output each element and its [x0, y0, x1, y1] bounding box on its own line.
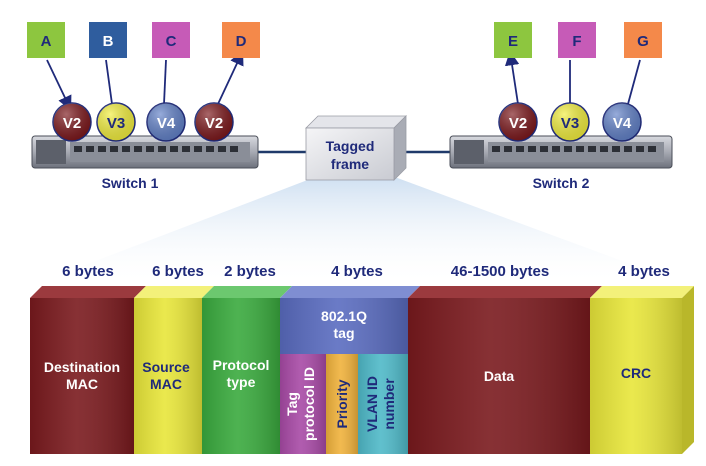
svg-text:V4: V4 — [157, 115, 176, 132]
host-label: B — [103, 33, 114, 50]
vlan-port-v2: V2 — [498, 102, 538, 142]
byte-size-proto: 2 bytes — [224, 263, 276, 280]
field-label: tag — [334, 325, 355, 341]
field-label: MAC — [66, 376, 98, 392]
host-c: C — [152, 22, 190, 58]
vlan-port-v2: V2 — [52, 102, 92, 142]
svg-text:V2: V2 — [509, 115, 527, 132]
field-label: number — [381, 378, 397, 430]
frame-top-face — [30, 286, 146, 298]
link-host-g — [627, 59, 641, 105]
byte-size-tag: 4 bytes — [331, 263, 383, 280]
link-host-e — [504, 50, 520, 105]
host-label: E — [508, 33, 518, 50]
link-host-c — [163, 59, 167, 105]
host-f: F — [558, 22, 596, 58]
svg-text:V2: V2 — [63, 115, 81, 132]
switch-1 — [31, 135, 259, 169]
vlan-port-v3: V3 — [96, 102, 136, 142]
link-host-a — [46, 59, 72, 111]
field-label: 802.1Q — [321, 308, 367, 324]
vlan-port-v3: V3 — [550, 102, 590, 142]
host-d: D — [222, 22, 260, 58]
host-label: F — [572, 33, 581, 50]
vlan-port-v4: V4 — [146, 102, 186, 142]
field-label: Protocol — [213, 357, 270, 373]
field-label: VLAN ID — [364, 376, 380, 432]
host-label: A — [41, 33, 52, 50]
field-label: type — [227, 374, 256, 390]
host-label: G — [637, 33, 649, 50]
field-label: Destination — [44, 359, 120, 375]
frame-top-face — [408, 286, 602, 298]
link-host-d — [217, 50, 244, 105]
byte-size-crc: 4 bytes — [618, 263, 670, 280]
svg-text:V4: V4 — [613, 115, 632, 132]
field-label: Source — [142, 359, 190, 375]
vlan-port-v4: V4 — [602, 102, 642, 142]
frame-top-face — [202, 286, 292, 298]
field-label: Tag — [284, 392, 300, 416]
field-label: CRC — [621, 365, 651, 381]
tagged-frame-label: Tagged — [326, 138, 375, 154]
svg-text:V2: V2 — [205, 115, 223, 132]
switch-2-label: Switch 2 — [533, 175, 590, 191]
byte-size-src: 6 bytes — [152, 263, 204, 280]
frame-top-face — [280, 286, 420, 298]
frame-top-face — [134, 286, 214, 298]
field-label: protocol ID — [301, 367, 317, 441]
link-host-b — [105, 59, 113, 105]
field-label: MAC — [150, 376, 182, 392]
host-b: B — [89, 22, 127, 58]
frame-top-face — [590, 286, 694, 298]
field-label: Data — [484, 368, 515, 384]
host-e: E — [494, 22, 532, 58]
frame-side-face — [682, 286, 694, 454]
field-label: Priority — [334, 379, 350, 428]
byte-size-data: 46-1500 bytes — [451, 263, 549, 280]
host-g: G — [624, 22, 662, 58]
tagged-frame-label: frame — [331, 156, 369, 172]
svg-text:V3: V3 — [561, 115, 579, 132]
switch-1-label: Switch 1 — [102, 175, 159, 191]
switch-2 — [449, 135, 673, 169]
host-label: C — [166, 33, 177, 50]
host-label: D — [236, 33, 247, 50]
svg-text:V3: V3 — [107, 115, 125, 132]
tagged-frame-box: Tagged frame — [305, 115, 407, 181]
byte-size-dest: 6 bytes — [62, 263, 114, 280]
vlan-port-v2: V2 — [194, 102, 234, 142]
frame-expansion-funnel — [30, 176, 690, 286]
host-a: A — [27, 22, 65, 58]
